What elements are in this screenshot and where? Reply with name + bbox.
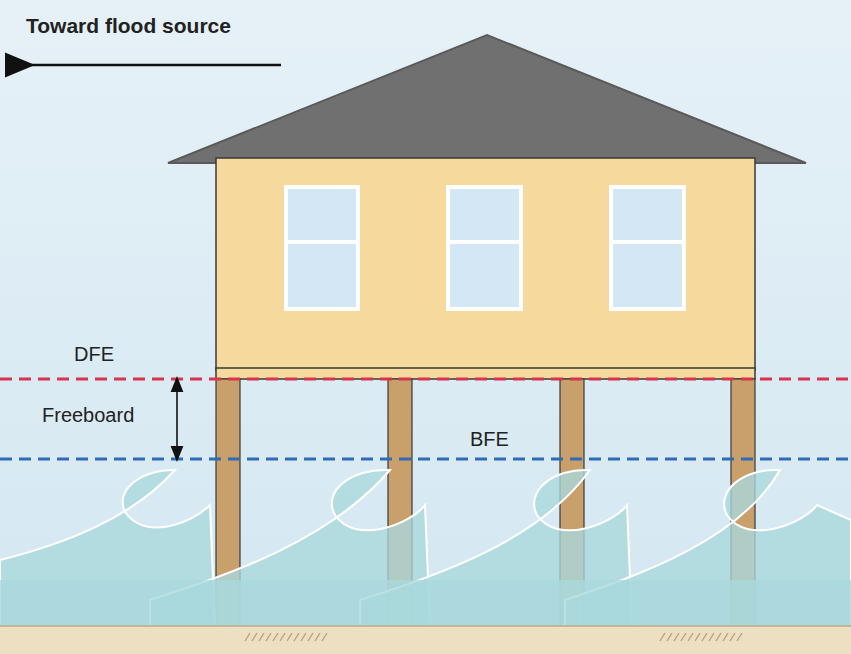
flood-waves (0, 470, 851, 627)
bfe-line (0, 458, 851, 461)
roof (168, 35, 806, 163)
ground (0, 626, 851, 654)
windows (286, 187, 684, 309)
freeboard-dimension (176, 384, 178, 454)
bfe-label: BFE (470, 428, 509, 451)
ground-hatching (245, 633, 742, 641)
house-wall (216, 158, 755, 370)
freeboard-label: Freeboard (42, 404, 134, 427)
floor-beam (216, 368, 755, 379)
dfe-label: DFE (74, 343, 114, 366)
direction-label: Toward flood source (26, 14, 231, 38)
dfe-line (0, 378, 851, 381)
direction-arrow (30, 64, 281, 67)
ground-line (0, 625, 851, 627)
